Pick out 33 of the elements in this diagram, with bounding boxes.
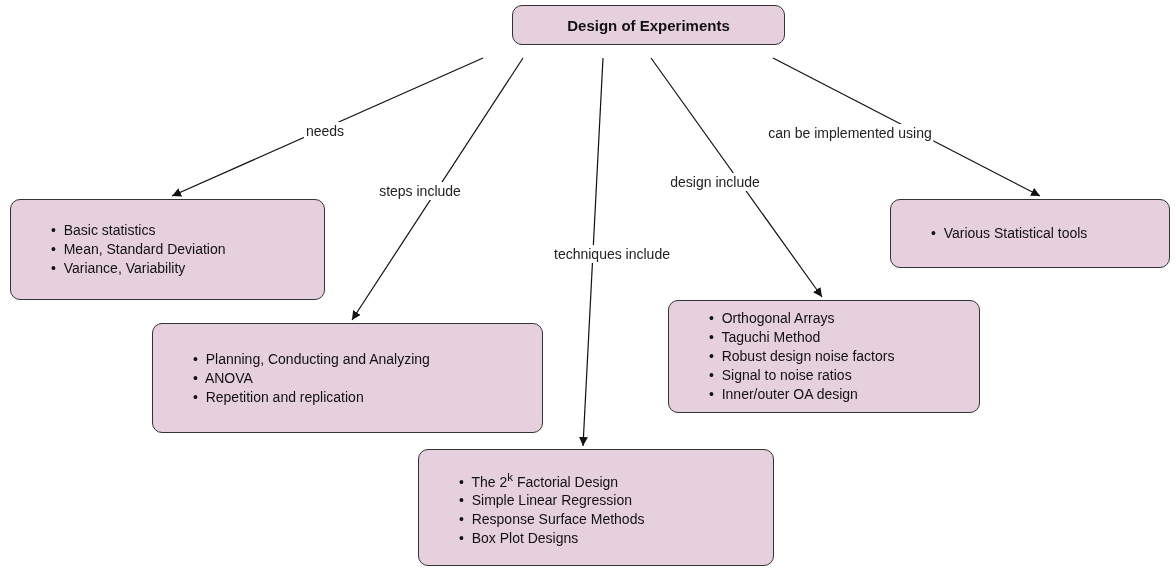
bullet-list-box — [418, 449, 774, 566]
edge-label: can be implemented using — [766, 124, 934, 142]
bullet-item: • Robust design noise factors — [709, 347, 896, 366]
bullet-item: • Response Surface Methods — [459, 510, 646, 530]
bullet-list-box — [152, 323, 543, 433]
bullet-item: • The 2$^{k}$ Factorial Design — [459, 468, 620, 492]
bullet-list-box — [890, 199, 1170, 268]
arrow — [650, 57, 823, 298]
bullet-item: • Box Plot Designs — [459, 529, 580, 549]
edge-label: techniques include — [552, 245, 672, 263]
edge-label: needs — [303, 122, 347, 140]
arrow — [772, 57, 1041, 197]
arrow — [578, 57, 604, 447]
bullet-item: • Signal to noise ratios — [709, 366, 853, 385]
bullet-item: • ANOVA — [193, 368, 254, 388]
bullet-list-box — [668, 300, 980, 413]
bullet-item: • Basic statistics — [51, 221, 157, 240]
bullet-item: • Taguchi Method — [709, 328, 822, 347]
bullet-item: • Inner/outer OA design — [709, 385, 859, 404]
bullet-item: • Mean, Standard Deviation — [51, 240, 227, 259]
bullet-list-box — [10, 199, 325, 300]
arrow — [351, 57, 524, 321]
bullet-item: • Variance, Variability — [51, 259, 187, 278]
arrow — [171, 57, 484, 197]
bullet-item: • Various Statistical tools — [931, 224, 1089, 243]
edge-label: steps include — [377, 182, 463, 200]
bullet-item: • Repetition and replication — [193, 387, 365, 407]
bullet-item: • Orthogonal Arrays — [709, 309, 836, 328]
bullet-item: • Simple Linear Regression — [459, 491, 633, 511]
title-box — [512, 5, 785, 45]
edge-label: design include — [668, 173, 762, 191]
box-heading: Design of Experiments — [567, 16, 730, 34]
bullet-item: • Planning, Conducting and Analyzing — [193, 349, 431, 369]
